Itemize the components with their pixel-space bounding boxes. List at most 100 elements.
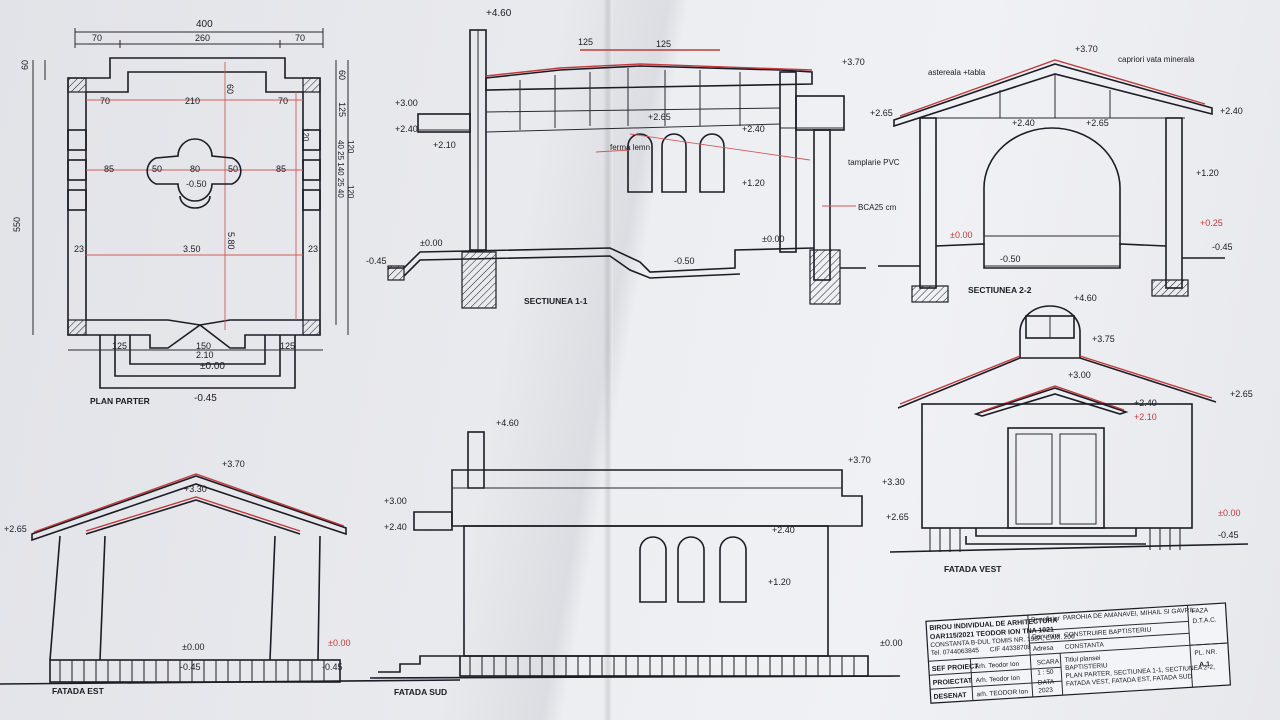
fv-level-door-top: +2.40 bbox=[1134, 398, 1157, 408]
dim-ring-mid: 80 bbox=[190, 164, 200, 174]
dim-right-125: 125 bbox=[337, 102, 347, 117]
dim-inner-right: 70 bbox=[278, 96, 288, 106]
dim-left-top: 60 bbox=[20, 60, 30, 70]
tb-titlu-value-1: BAPTISTERIU bbox=[1065, 662, 1108, 672]
dim-top-mid: 260 bbox=[195, 33, 210, 43]
dim-vertical-mid: 5.80 bbox=[226, 232, 236, 250]
fv-level-bell: +3.75 bbox=[1092, 334, 1115, 344]
s2-level-left-265: +2.65 bbox=[870, 108, 893, 118]
s2-level-left-zero: ±0.00 bbox=[950, 230, 972, 240]
tb-data-value: 2023 bbox=[1038, 687, 1053, 695]
s1-level-left-roof: +3.00 bbox=[395, 98, 418, 108]
tb-sef-proiect-value: Arh. Teodor Ion bbox=[975, 661, 1020, 671]
fatada-vest: +4.60 +3.75 +3.00 +2.65 +2.40 +2.10 ±0.0… bbox=[889, 293, 1253, 574]
tb-proiectat-label: PROIECTAT bbox=[933, 678, 973, 687]
plan-parter: 400 70 260 70 550 60 70 210 70 60 85 85 bbox=[12, 19, 355, 406]
tb-pl-nr-label: PL. NR. bbox=[1194, 649, 1217, 657]
dim-top-right: 70 bbox=[295, 33, 305, 43]
s2-level-ridge: +3.70 bbox=[1075, 44, 1098, 54]
s1-level-chimney: +4.60 bbox=[486, 8, 512, 19]
s1-level-left-240: +2.40 bbox=[395, 124, 418, 134]
fatada-sud: +4.60 +3.70 +3.30 +3.00 +2.40 +2.65 +2.4… bbox=[369, 418, 909, 697]
fv-level-zero: ±0.00 bbox=[1218, 508, 1240, 518]
s1-level-win-120: +1.20 bbox=[742, 178, 765, 188]
tb-proiectat-value: Arh. Teodor Ion bbox=[975, 675, 1020, 685]
fatada-est: +3.70 +3.30 +2.65 ±0.00 -0.45 ±0.00 -0.4… bbox=[0, 459, 461, 696]
fv-level-ridge: +3.00 bbox=[1068, 370, 1091, 380]
fsud-level-265: +2.65 bbox=[886, 512, 909, 522]
fsud-level-120: +1.20 bbox=[768, 577, 791, 587]
tb-phone: Tel. 0744063845 bbox=[931, 647, 980, 657]
dim-vert-60: 60 bbox=[225, 84, 235, 94]
s2-level-inner-265: +2.65 bbox=[1086, 118, 1109, 128]
fe-level-minus-right: -0.45 bbox=[322, 662, 343, 672]
fe-level-zero-left: ±0.00 bbox=[182, 642, 204, 652]
fv-level-eave: +2.65 bbox=[1230, 389, 1253, 399]
s1-level-265: +2.65 bbox=[648, 112, 671, 122]
fsud-level-zero: ±0.00 bbox=[880, 638, 902, 648]
s1-level-240: +2.40 bbox=[742, 124, 765, 134]
dim-left-height: 550 bbox=[12, 217, 22, 232]
dim-center-right: 85 bbox=[276, 164, 286, 174]
fv-level-top: +4.60 bbox=[1074, 293, 1097, 303]
fsud-level-300: +3.00 bbox=[384, 496, 407, 506]
level-font-floor: -0.50 bbox=[186, 179, 207, 189]
s1-level-right-zero: ±0.00 bbox=[762, 234, 784, 244]
s1-level-pit: -0.50 bbox=[674, 256, 695, 266]
dim-right-top: 60 bbox=[337, 70, 347, 80]
fsud-level-ridge: +3.70 bbox=[848, 455, 871, 465]
tb-data-label: DATA bbox=[1038, 679, 1055, 687]
dim-mid-right: 23 bbox=[308, 244, 318, 254]
level-entry-zero: ±0.00 bbox=[200, 361, 225, 372]
dim-inner-left: 70 bbox=[100, 96, 110, 106]
fatada-sud-title: FATADA SUD bbox=[394, 687, 447, 697]
s1-level-top-370: +3.70 bbox=[842, 57, 865, 67]
s1-level-left-210: +2.10 bbox=[433, 140, 456, 150]
fv-level-minus: -0.45 bbox=[1218, 530, 1239, 540]
s1-dim-125a: 125 bbox=[578, 37, 593, 47]
dim-bottom-mid: 2.10 bbox=[196, 350, 214, 360]
dim-right-120: 120 bbox=[346, 140, 355, 154]
fatada-est-title: FATADA EST bbox=[52, 686, 105, 696]
s2-level-inner-240: +2.40 bbox=[1012, 118, 1035, 128]
tb-desenat-label: DESENAT bbox=[933, 692, 967, 701]
tb-scara-value: 1 : 50 bbox=[1037, 669, 1054, 677]
dim-center-left: 85 bbox=[104, 164, 114, 174]
fv-level-door-red: +2.10 bbox=[1134, 412, 1157, 422]
fsud-level-chimney: +4.60 bbox=[496, 418, 519, 428]
tb-scara-label: SCARA bbox=[1037, 658, 1060, 666]
fe-level-inner: +3.30 bbox=[184, 484, 207, 494]
tb-adresa-label: Adresa bbox=[1033, 645, 1054, 653]
fe-level-ridge: +3.70 bbox=[222, 459, 245, 469]
s2-level-right-minus: -0.45 bbox=[1212, 242, 1233, 252]
section-1-title: SECTIUNEA 1-1 bbox=[524, 296, 588, 306]
tb-titlu-label: Titlul plansei bbox=[1064, 655, 1100, 664]
level-entry-minus: -0.45 bbox=[194, 393, 217, 404]
s1-label-tamplarie: tamplarie PVC bbox=[848, 158, 900, 167]
s2-level-red-025: +0.25 bbox=[1200, 218, 1223, 228]
dim-top-left: 70 bbox=[92, 33, 102, 43]
dim-ring: 50 bbox=[152, 164, 162, 174]
fe-level-zero-right: ±0.00 bbox=[328, 638, 350, 648]
s2-level-floor: -0.50 bbox=[1000, 254, 1021, 264]
s1-level-ground: ±0.00 bbox=[420, 238, 442, 248]
fsud-level-240-left: +2.40 bbox=[384, 522, 407, 532]
tb-denumire-label: Denumire bbox=[1032, 632, 1061, 641]
tb-adresa-value: CONSTANTA bbox=[1065, 641, 1105, 650]
dim-top-total: 400 bbox=[196, 19, 213, 30]
s1-label-ferma: ferma lemn bbox=[610, 143, 650, 152]
s2-label-astereala: astereala +tabla bbox=[928, 68, 986, 77]
fe-level-eave: +2.65 bbox=[4, 524, 27, 534]
tb-desenat-value: arh. TEODOR Ion bbox=[976, 688, 1028, 698]
tb-sef-proiect-label: SEF PROIECT bbox=[932, 663, 980, 673]
fsud-level-240-mid: +2.40 bbox=[772, 525, 795, 535]
dim-bottom-150: 150 bbox=[196, 341, 211, 351]
tb-beneficiar-label: Beneficiar bbox=[1031, 615, 1061, 624]
tb-cif: CIF 44338708 bbox=[990, 644, 1032, 654]
tb-faza-value: D.T.A.C. bbox=[1192, 617, 1217, 625]
dim-inner-mid: 210 bbox=[185, 96, 200, 106]
s1-label-bca: BCA25 cm bbox=[858, 203, 897, 212]
s1-dim-125b: 125 bbox=[656, 39, 671, 49]
